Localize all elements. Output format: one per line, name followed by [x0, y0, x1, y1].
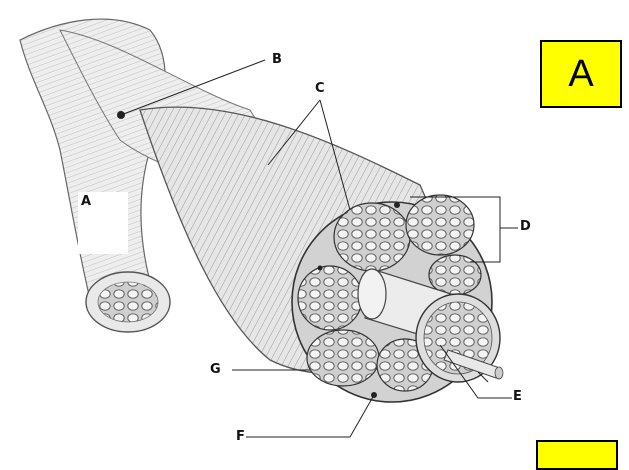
answer-badge-partial [536, 440, 618, 470]
answer-badge: A [540, 40, 622, 108]
label-f: F [236, 430, 245, 443]
label-d: D [520, 220, 531, 233]
label-c: C [315, 82, 325, 95]
label-g: G [210, 363, 221, 376]
label-a: A [81, 195, 91, 208]
answer-badge-letter: A [568, 53, 593, 96]
label-b: B [272, 53, 282, 66]
label-e: E [513, 390, 522, 403]
